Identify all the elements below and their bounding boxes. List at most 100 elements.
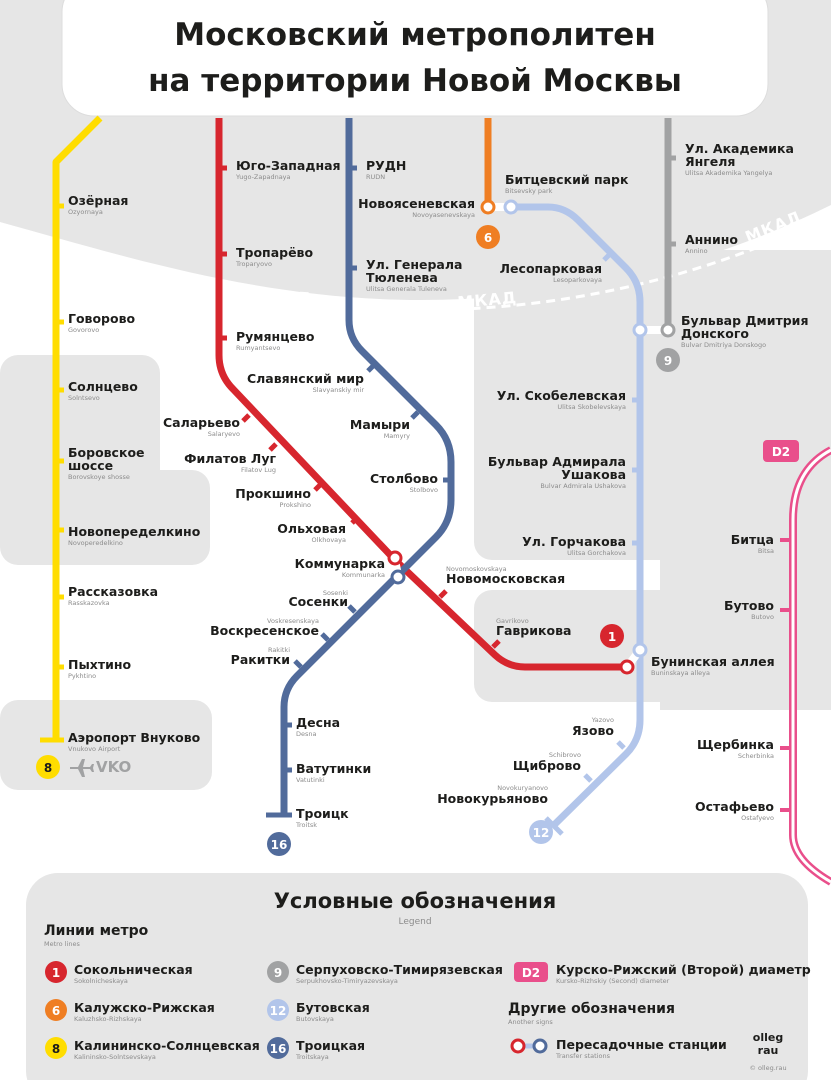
badge-line-6: 6	[476, 225, 500, 249]
station-ushakova-2: Ушакова	[561, 467, 626, 482]
station-yazovo: Язово	[572, 723, 614, 738]
svg-text:1: 1	[608, 630, 616, 644]
station-annino-en: Annino	[685, 247, 708, 255]
svg-text:Kaluzhsko-Rizhskaya: Kaluzhsko-Rizhskaya	[74, 1015, 142, 1023]
station-buninskaya-en: Buninskaya alleya	[651, 669, 710, 677]
station-novokuryanovo: Новокурьяново	[437, 791, 548, 806]
svg-text:6: 6	[52, 1004, 60, 1018]
svg-text:olleg: olleg	[753, 1031, 783, 1044]
svg-text:12: 12	[270, 1004, 287, 1018]
legend-other-sub: Another signs	[508, 1018, 553, 1026]
station-gavrikovo: Гаврикова	[496, 623, 571, 638]
badge-d2: D2	[763, 440, 799, 462]
transfer-bitsevsky	[480, 199, 519, 215]
station-prokshino-en: Prokshino	[280, 501, 312, 509]
station-vnukovo: Аэропорт Внуково	[68, 730, 201, 745]
station-annino: Аннино	[685, 232, 738, 247]
station-rumyantsevo: Румянцево	[236, 329, 315, 344]
station-buninskaya: Бунинская аллея	[651, 654, 775, 669]
station-bitsevsky-en: Bitsevsky park	[505, 187, 553, 195]
svg-text:1: 1	[52, 966, 60, 980]
station-tyuleneva-1: Ул. Генерала	[366, 257, 462, 272]
station-kommunarka-en: Kommunarka	[342, 571, 385, 579]
station-vnukovo-en: Vnukovo Airport	[68, 745, 121, 753]
svg-text:D2: D2	[772, 445, 790, 459]
line-8-track	[52, 115, 103, 740]
station-ostafyevo-en: Ostafyevo	[741, 814, 774, 822]
svg-text:Троицкая: Троицкая	[296, 1038, 365, 1053]
svg-text:Бутовская: Бутовская	[296, 1000, 370, 1015]
legend-item-9: 9 Серпуховско-ТимирязевскаяSerpukhovsko-…	[267, 961, 503, 985]
station-lesoparkovaya-en: Lesoparkovaya	[553, 276, 602, 284]
svg-text:Kursko-Rizhskiy (Second) diame: Kursko-Rizhskiy (Second) diameter	[556, 977, 670, 985]
d2-ticks	[780, 538, 790, 812]
legend-transfer: Пересадочные станции Transfer stations	[510, 1037, 727, 1060]
line-16-ticks	[266, 165, 451, 818]
svg-text:12: 12	[533, 826, 550, 840]
station-troparevo-en: Troparyovo	[235, 260, 272, 268]
badge-line-12: 12	[529, 820, 553, 844]
station-rudn: РУДН	[366, 158, 406, 173]
station-shcherbinka: Щербинка	[697, 737, 774, 752]
station-rakitki-en: Rakitki	[268, 646, 290, 654]
page-title-line2: на территории Новой Москвы	[148, 63, 682, 99]
station-slavyanskiy-en: Slavyanskiy mir	[313, 386, 365, 394]
station-mamyri-en: Mamyry	[384, 432, 410, 440]
svg-text:8: 8	[44, 761, 52, 775]
station-filatov-en: Filatov Lug	[241, 466, 276, 474]
station-bitsevsky: Битцевский парк	[505, 172, 629, 187]
station-olkhovaya: Ольховая	[277, 521, 346, 536]
transfer-donskogo	[632, 322, 676, 338]
station-ostafyevo: Остафьево	[695, 799, 774, 814]
legend-title: Условные обозначения	[274, 889, 557, 913]
station-borovskoe-2: шоссе	[68, 458, 113, 473]
station-donskogo-1: Бульвар Дмитрия	[681, 313, 808, 328]
station-yugozapadnaya: Юго-Западная	[236, 158, 341, 173]
station-donskogo-en: Bulvar Dmitriya Donskogo	[681, 341, 766, 349]
station-ozernaya-en: Ozyornaya	[68, 208, 103, 216]
transfer-buninskaya	[619, 642, 648, 675]
station-tyuleneva-en: Ulitsa Generala Tuleneva	[366, 285, 447, 293]
station-novomoskovskaya: Новомосковская	[446, 571, 565, 586]
legend-lines-sub: Metro lines	[44, 940, 80, 948]
station-butovo: Бутово	[724, 598, 774, 613]
svg-text:D2: D2	[522, 966, 540, 980]
svg-text:© olleg.rau: © olleg.rau	[749, 1064, 786, 1072]
station-ushakova-en: Bulvar Admirala Ushakova	[540, 482, 626, 490]
station-solntsevo-en: Solntsevo	[68, 394, 100, 402]
legend-subtitle: Legend	[398, 917, 431, 927]
station-voskresenskoe: Воскресенское	[210, 623, 319, 638]
svg-text:16: 16	[271, 838, 288, 852]
station-rumyantsevo-en: Rumyantsevo	[236, 344, 280, 352]
station-borovskoe-1: Боровское	[68, 445, 145, 460]
station-rakitki: Ракитки	[231, 652, 290, 667]
svg-text:9: 9	[664, 354, 672, 368]
svg-text:Kalininsko-Solntsevskaya: Kalininsko-Solntsevskaya	[74, 1053, 156, 1061]
station-shcherbinka-en: Scherbinka	[738, 752, 774, 760]
legend-panel	[26, 873, 808, 1080]
station-yangelya-2: Янгеля	[685, 154, 735, 169]
legend-item-8: 8 Калининско-СолнцевскаяKalininsko-Solnt…	[45, 1037, 260, 1061]
station-donskogo-2: Донского	[681, 326, 749, 341]
svg-text:6: 6	[484, 231, 492, 245]
station-stolbovo-en: Stolbovo	[410, 486, 438, 494]
station-tyuleneva-2: Тюленева	[366, 270, 438, 285]
station-ozernaya: Озёрная	[68, 193, 128, 208]
station-novomoskovskaya-en: Novomoskovskaya	[446, 565, 507, 573]
brand-logo: olleg rau © olleg.rau	[749, 1031, 786, 1072]
station-solntsevo: Солнцево	[68, 379, 138, 394]
station-yangelya-en: Ulitsa Akademika Yangelya	[685, 169, 772, 177]
transfer-kommunarka	[387, 550, 406, 585]
station-stolbovo: Столбово	[370, 471, 438, 486]
station-bitsa: Битца	[731, 532, 774, 547]
svg-text:8: 8	[52, 1042, 60, 1056]
station-novoperedelkino-en: Novoperedelkino	[68, 539, 123, 547]
station-troitsk-en: Troitsk	[295, 821, 317, 829]
district-left-2	[0, 470, 210, 565]
svg-text:Sokolnicheskaya: Sokolnicheskaya	[74, 977, 128, 985]
svg-text:Калужско-Рижская: Калужско-Рижская	[74, 1000, 215, 1015]
page-title-line1: Московский метрополитен	[174, 17, 656, 53]
